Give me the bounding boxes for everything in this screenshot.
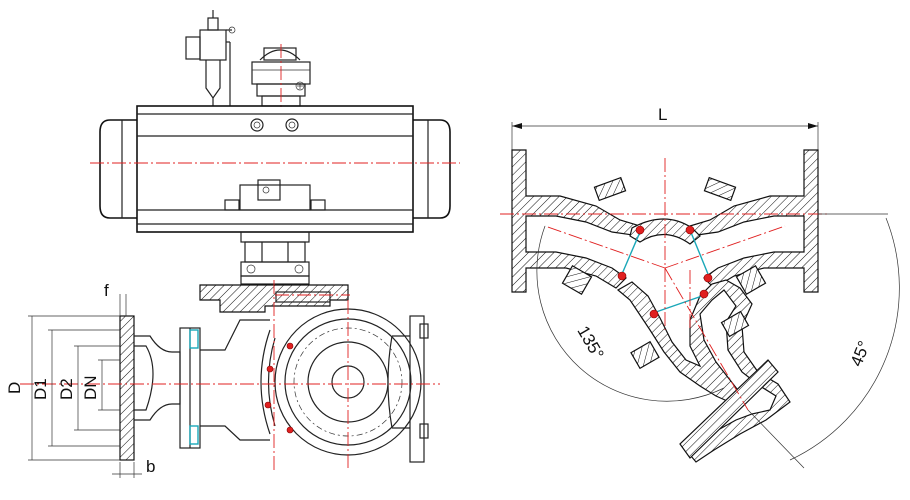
- label-f: f: [104, 281, 109, 300]
- bolt-bosses: [561, 176, 767, 370]
- label-45: 45°: [847, 338, 874, 369]
- dimension-lines: [28, 294, 142, 478]
- label-D: D: [5, 382, 24, 394]
- y-body-section-view: L: [500, 105, 900, 469]
- label-DN: DN: [81, 375, 100, 400]
- filter-regulator: [185, 10, 236, 106]
- mounting-bracket: [240, 231, 310, 285]
- valve-top-plate: [199, 284, 350, 313]
- seat-seals: [621, 229, 709, 313]
- label-b: b: [146, 457, 155, 476]
- left-flange-section: [119, 315, 270, 461]
- pneumatic-actuator: [90, 105, 460, 233]
- right-outlet-flange: [689, 149, 819, 293]
- length-dimension: [511, 122, 819, 156]
- branch-outlet-flange: [679, 359, 779, 459]
- label-L: L: [658, 105, 667, 124]
- label-D2: D2: [57, 378, 76, 400]
- label-D1: D1: [31, 378, 50, 400]
- branch-flange-face: [260, 308, 422, 456]
- bolt-markers: [617, 225, 713, 319]
- front-elevation-view: D D1 D2 DN f b: [5, 10, 460, 478]
- angle-arc-135: [536, 225, 725, 402]
- label-135: 135°: [573, 323, 607, 363]
- limit-switch-box: [251, 44, 311, 110]
- left-inlet-flange: [511, 149, 641, 293]
- angle-arc-45: [789, 217, 900, 461]
- right-flange-section: [387, 315, 429, 463]
